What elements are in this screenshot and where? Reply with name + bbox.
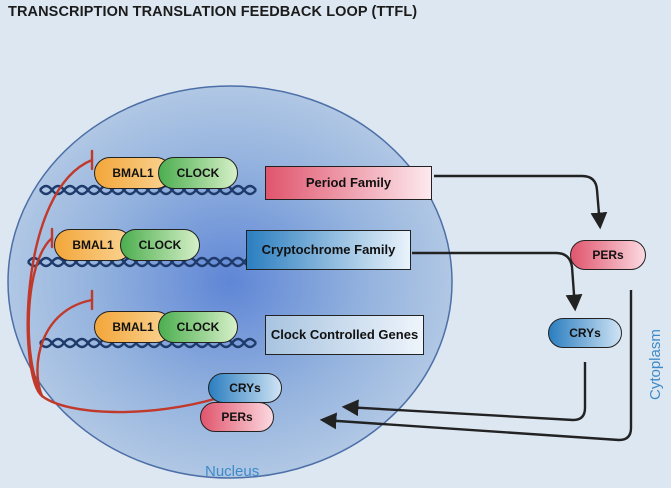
diagram-title: TRANSCRIPTION TRANSLATION FEEDBACK LOOP … [8, 4, 418, 20]
bmal1-protein-2: BMAL1 [54, 229, 132, 261]
crys-protein-cytoplasm: CRYs [548, 318, 622, 348]
clock-controlled-genes: Clock Controlled Genes [265, 315, 424, 355]
period-family-gene: Period Family [265, 166, 432, 200]
clock-protein-1: CLOCK [158, 157, 238, 189]
nucleus-label: Nucleus [205, 463, 260, 480]
crys-protein-nucleus: CRYs [208, 373, 282, 403]
pers-protein-nucleus: PERs [200, 402, 274, 432]
pers-protein-cytoplasm: PERs [570, 240, 646, 270]
inhibition-paths [26, 149, 220, 414]
clock-protein-2: CLOCK [120, 229, 200, 261]
dna-helix-1 [39, 184, 257, 196]
cryptochrome-family-gene: Cryptochrome Family [246, 230, 411, 270]
clock-protein-3: CLOCK [158, 311, 238, 343]
dna-helix-3 [39, 337, 257, 349]
cytoplasm-label: Cytoplasm [647, 329, 664, 400]
pathway-arrows [319, 174, 633, 442]
